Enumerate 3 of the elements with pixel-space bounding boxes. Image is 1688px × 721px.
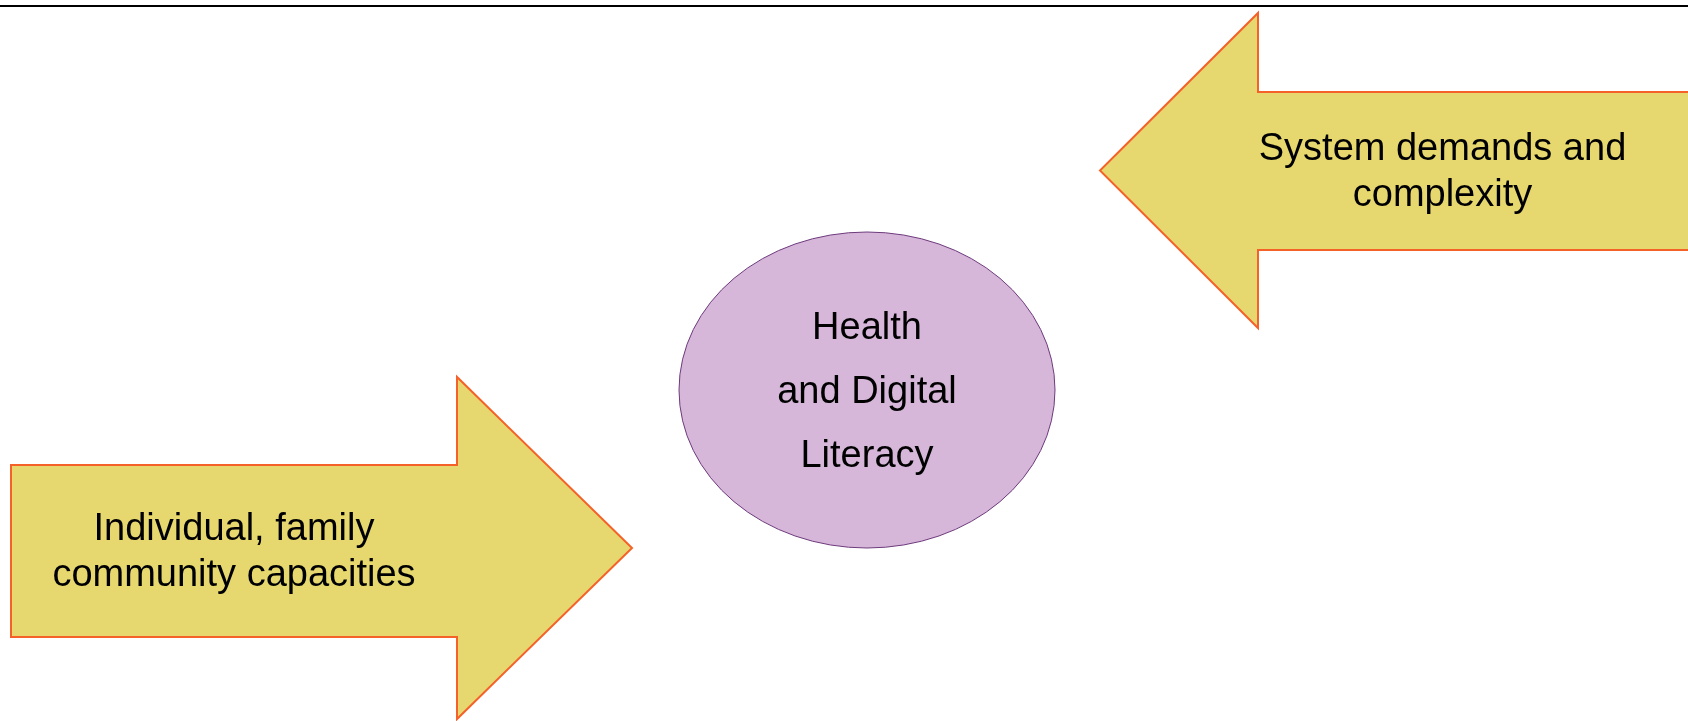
arrow-label: Individual, family community capacities — [51, 505, 417, 596]
arrow-label: System demands and complexity — [1257, 125, 1628, 216]
ellipse-label: Health and Digital Literacy — [777, 304, 957, 477]
